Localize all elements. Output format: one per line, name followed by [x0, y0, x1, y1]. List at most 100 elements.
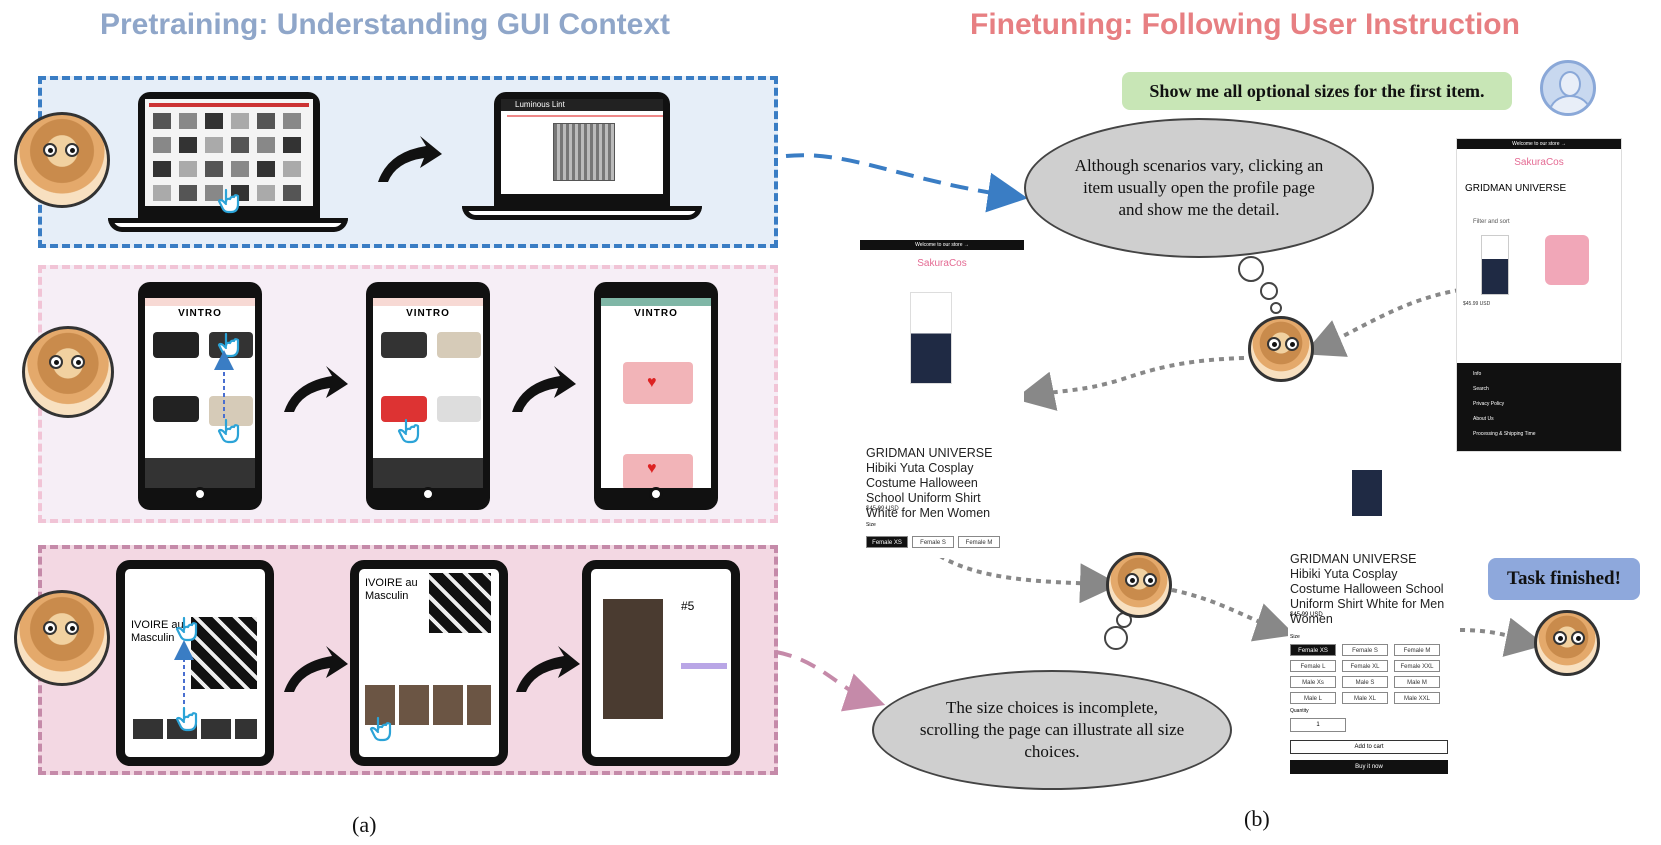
subfigure-label-b: (b) [1244, 806, 1270, 831]
gallery-thumbnail[interactable] [283, 137, 301, 153]
owl-agent-avatar-tablet [14, 590, 110, 686]
size-option-button[interactable]: Male XL [1342, 692, 1388, 704]
size-option-button[interactable]: Female S [1342, 644, 1388, 656]
gallery-thumbnail[interactable] [205, 137, 223, 153]
gallery-thumbnail[interactable] [257, 161, 275, 177]
tablet-title: IVOIRE au Masculin [131, 619, 184, 644]
size-option-button[interactable]: Female XS [1290, 644, 1336, 656]
product-price: $45.99 USD [1290, 612, 1323, 618]
size-option-button[interactable]: Female S [912, 536, 954, 548]
size-option-button[interactable]: Male XXL [1394, 692, 1440, 704]
collection-price: $45.99 USD [1463, 301, 1491, 307]
store-collection-page: Welcome to our store → SakuraCos GRIDMAN… [1456, 138, 1622, 452]
subfigure-label-a: (a) [352, 812, 377, 837]
size-option-button[interactable]: Male Xs [1290, 676, 1336, 688]
laptop-gallery [138, 92, 320, 220]
thought-dot [1104, 626, 1128, 650]
thought-dot [1260, 282, 1278, 300]
product-price: $45.99 USD [866, 506, 899, 512]
knowledge-arrow-top [785, 153, 1028, 213]
size-option-button[interactable]: Male L [1290, 692, 1336, 704]
gallery-thumbnail[interactable] [179, 185, 197, 201]
size-option-button[interactable]: Female L [1290, 660, 1336, 672]
gallery-thumbnail[interactable] [205, 185, 223, 201]
size-option-button[interactable]: Female M [958, 536, 1000, 548]
store-brand: SakuraCos [1514, 157, 1564, 168]
phone-home-button [193, 487, 207, 501]
tablet-price: #5 [681, 599, 695, 613]
footer-link[interactable]: About Us [1473, 416, 1494, 422]
tablet-title: IVOIRE au Masculin [365, 577, 418, 602]
gallery-thumbnail[interactable] [257, 185, 275, 201]
gallery-thumbnail[interactable] [179, 161, 197, 177]
owl-agent-avatar [1106, 552, 1172, 618]
knowledge-arrow-bottom [775, 650, 886, 712]
product-title: GRIDMAN UNIVERSE Hibiki Yuta Cosplay Cos… [866, 446, 993, 520]
gallery-thumbnail[interactable] [283, 185, 301, 201]
laptop-detail: Luminous Lint [494, 92, 670, 208]
gallery-thumbnail[interactable] [179, 113, 197, 129]
gallery-thumbnail[interactable] [283, 161, 301, 177]
phone-home-button [649, 487, 663, 501]
gallery-thumbnail[interactable] [205, 161, 223, 177]
store-brand: SakuraCos [917, 258, 967, 269]
phone-list-1: VINTRO [138, 282, 262, 510]
gallery-thumbnail[interactable] [231, 185, 249, 201]
gallery-thumbnail[interactable] [153, 161, 171, 177]
phone-product: VINTRO ♥ ♥ [594, 282, 718, 510]
footer-link[interactable]: Processing & Shipping Time [1473, 431, 1536, 437]
gallery-thumbnail[interactable] [153, 185, 171, 201]
size-option-button[interactable]: Female XL [1342, 660, 1388, 672]
laptop-site-title: Luminous Lint [515, 100, 565, 109]
size-option-button[interactable]: Female XXL [1394, 660, 1440, 672]
flow-arrow [1171, 588, 1296, 642]
owl-agent-avatar [1248, 316, 1314, 382]
footer-link[interactable]: Info [1473, 371, 1482, 377]
flow-arrow [938, 554, 1120, 604]
gallery-thumbnail[interactable] [153, 113, 171, 129]
gallery-thumbnail[interactable] [153, 137, 171, 153]
user-instruction: Show me all optional sizes for the first… [1122, 72, 1512, 110]
phone-list-2: VINTRO [366, 282, 490, 510]
footer-link[interactable]: Privacy Policy [1473, 401, 1505, 407]
size-option-button[interactable]: Male S [1342, 676, 1388, 688]
quantity-label: Quantity [1290, 708, 1309, 714]
thought-bubble-top: Although scenarios vary, clicking an ite… [1024, 118, 1374, 258]
flow-arrow [1303, 288, 1461, 357]
gallery-thumbnail[interactable] [231, 137, 249, 153]
add-to-cart-button[interactable]: Add to cart [1290, 740, 1448, 754]
size-option-button[interactable]: Female M [1394, 644, 1440, 656]
tablet-article-scrolled: IVOIRE au Masculin [350, 560, 508, 766]
gallery-thumbnail[interactable] [257, 137, 275, 153]
size-label: Size [866, 522, 876, 528]
thought-bubble-bottom: The size choices is incomplete, scrollin… [872, 670, 1232, 790]
owl-agent-avatar-mobile [22, 326, 114, 418]
footer-link[interactable]: Search [1473, 386, 1489, 392]
gallery-thumbnail[interactable] [179, 137, 197, 153]
collection-title: GRIDMAN UNIVERSE [1465, 183, 1567, 194]
store-banner: Welcome to our store → [860, 240, 1024, 250]
filter-sort: Filter and sort [1473, 219, 1510, 225]
finetuning-title: Finetuning: Following User Instruction [970, 8, 1520, 41]
gallery-thumbnail[interactable] [231, 161, 249, 177]
laptop-base [108, 218, 348, 232]
tablet-article: IVOIRE au Masculin [116, 560, 274, 766]
product-detail-scrolled: GRIDMAN UNIVERSE Hibiki Yuta Cosplay Cos… [1288, 470, 1452, 780]
owl-agent-avatar [1534, 610, 1600, 676]
gallery-thumbnail[interactable] [231, 113, 249, 129]
size-option-button[interactable]: Female XS [866, 536, 908, 548]
phone-home-button [421, 487, 435, 501]
quantity-stepper[interactable]: 1 [1290, 718, 1346, 732]
store-banner: Welcome to our store → [1457, 139, 1621, 149]
phone-brand: VINTRO [634, 308, 678, 319]
gallery-thumbnail[interactable] [257, 113, 275, 129]
buy-now-button[interactable]: Buy it now [1290, 760, 1448, 774]
thought-dot [1270, 302, 1282, 314]
size-option-button[interactable]: Male M [1394, 676, 1440, 688]
gallery-thumbnail[interactable] [283, 113, 301, 129]
phone-brand: VINTRO [406, 308, 450, 319]
flow-arrow [1459, 617, 1546, 657]
task-finished-badge: Task finished! [1488, 558, 1640, 600]
gallery-thumbnail[interactable] [205, 113, 223, 129]
